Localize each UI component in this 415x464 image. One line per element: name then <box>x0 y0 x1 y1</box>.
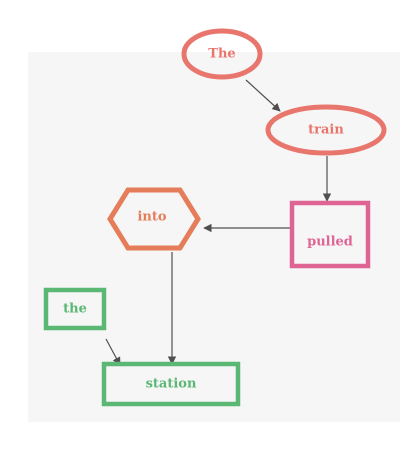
node-station: station <box>101 361 241 407</box>
edge-the-to-train <box>245 79 281 112</box>
node-pulled: pulled <box>289 200 371 269</box>
node-label: the <box>63 302 87 317</box>
node-label: station <box>146 377 197 392</box>
edge-the-to-station <box>105 338 121 366</box>
node-label: into <box>137 210 166 225</box>
node-the-capital: The <box>181 28 263 80</box>
diagram-background <box>28 52 400 422</box>
node-label: The <box>208 47 235 62</box>
node-label: pulled <box>307 235 353 250</box>
node-train: train <box>265 104 387 156</box>
node-into: into <box>107 187 201 251</box>
node-label: train <box>308 123 344 138</box>
node-the-lower: the <box>43 287 107 331</box>
